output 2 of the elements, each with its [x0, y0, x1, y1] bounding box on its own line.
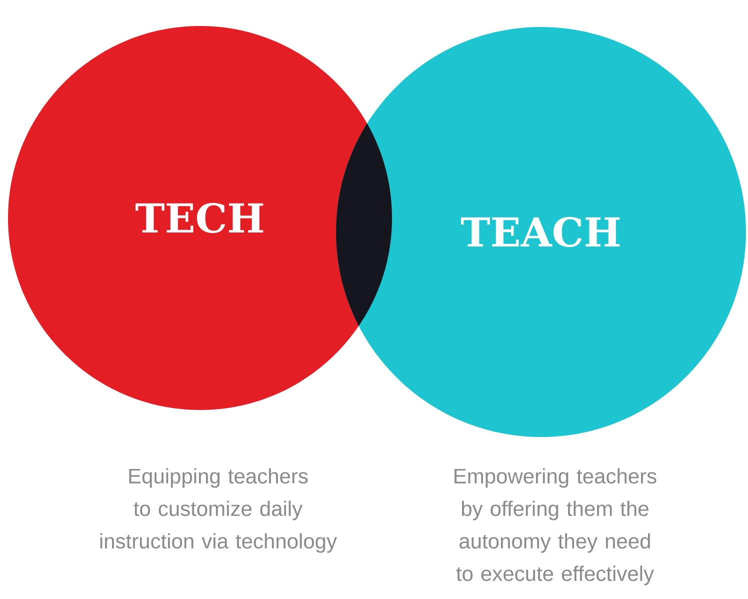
description-text: Equipping teachers to customize daily instruction via technology [100, 468, 337, 553]
description-text: Empowering teachers by offering them the autonomy they need to execute effectively [454, 468, 656, 586]
